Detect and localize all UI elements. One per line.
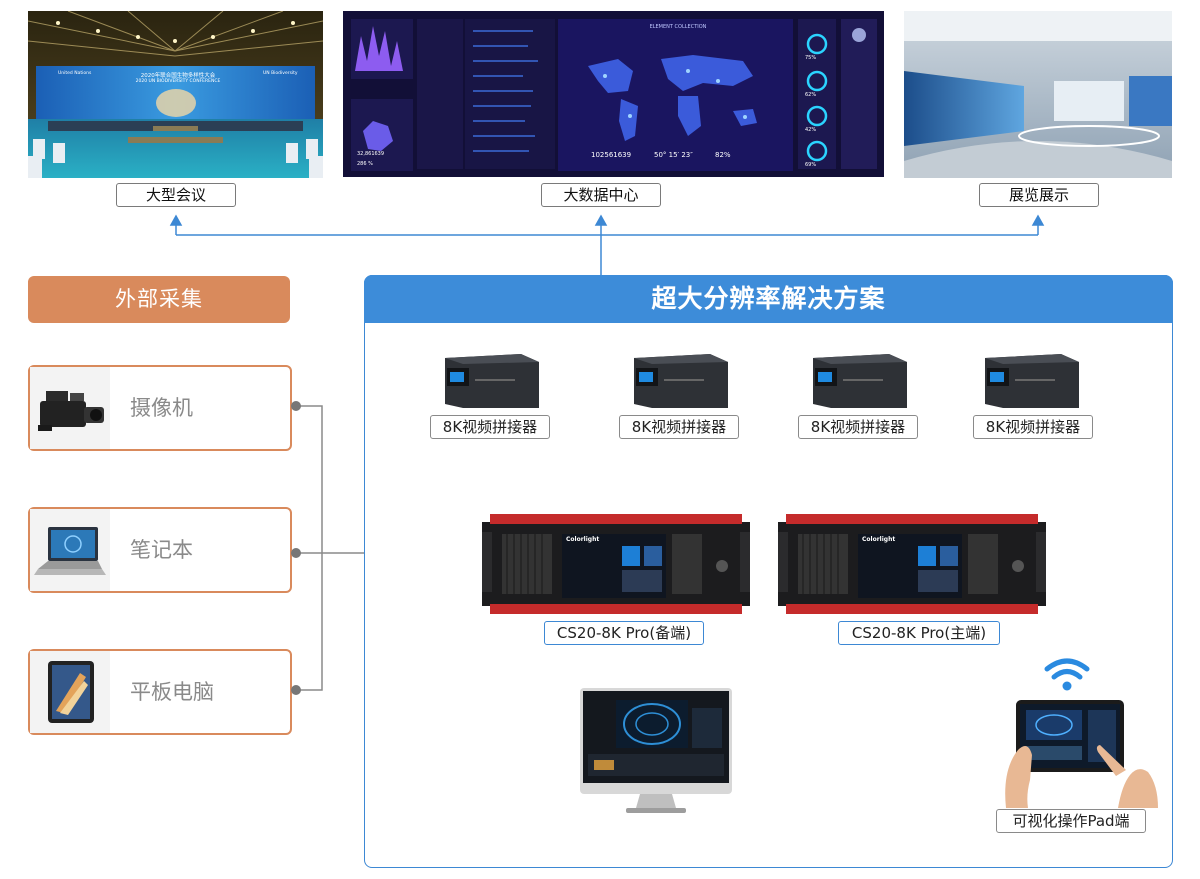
- cs20-main-label: CS20-8K Pro(主端): [838, 621, 1000, 645]
- source-camera-label: 摄像机: [130, 396, 193, 420]
- source-camera: 摄像机: [28, 365, 292, 451]
- bigdata-left-value: 32,861639: [357, 151, 385, 157]
- wifi-icon: [1042, 655, 1092, 695]
- pad-device: [998, 700, 1168, 808]
- processor-device: [975, 350, 1083, 410]
- cs20-backup-device: Colorlight: [482, 512, 750, 616]
- tablet-icon: [30, 651, 110, 733]
- laptop-icon: [30, 509, 110, 591]
- bigdata-gauge-3: 42%: [805, 127, 817, 133]
- processor-device: [624, 350, 732, 410]
- bigdata-gauge-4: 69%: [805, 162, 817, 168]
- conference-photo: 2020年联合国生物多样性大会 2020 UN BIODIVERSITY CON…: [28, 11, 323, 178]
- conference-org-right: UN Biodiversity: [263, 71, 298, 76]
- source-tablet-port: [291, 685, 301, 695]
- monitor-icon: [580, 688, 732, 816]
- source-laptop-label: 笔记本: [130, 538, 193, 562]
- sources-heading: 外部采集: [28, 276, 290, 323]
- conference-screen-title: 2020年联合国生物多样性大会: [140, 73, 216, 79]
- cs20-main-device: Colorlight: [778, 512, 1046, 616]
- label-conference: 大型会议: [116, 183, 236, 207]
- cs20-brand: Colorlight: [862, 536, 896, 543]
- bigdata-photo: ELEMENT COLLECTION 102561639 50° 15′ 23″…: [343, 11, 884, 177]
- bigdata-center-title: ELEMENT COLLECTION: [649, 24, 707, 30]
- source-camera-port: [291, 401, 301, 411]
- source-laptop-port: [291, 548, 301, 558]
- processor-label: 8K视频拼接器: [619, 415, 739, 439]
- processor-label: 8K视频拼接器: [973, 415, 1093, 439]
- bigdata-gauge-1: 75%: [805, 55, 817, 61]
- label-exhibition: 展览展示: [979, 183, 1099, 207]
- processor-label: 8K视频拼接器: [798, 415, 918, 439]
- conference-org-left: United Nations: [58, 71, 92, 76]
- pad-label: 可视化操作Pad端: [996, 809, 1146, 833]
- cs20-brand: Colorlight: [566, 536, 600, 543]
- processor-device: [435, 350, 543, 410]
- label-bigdata: 大数据中心: [541, 183, 661, 207]
- exhibition-photo: [904, 11, 1172, 178]
- bigdata-stat-2: 50° 15′ 23″: [654, 151, 693, 159]
- bigdata-gauge-2: 62%: [805, 92, 817, 98]
- bigdata-left-small: 286 %: [357, 161, 373, 167]
- camera-icon: [30, 367, 110, 449]
- source-tablet-label: 平板电脑: [130, 680, 214, 704]
- fish-emblem: [156, 89, 196, 117]
- cs20-backup-label: CS20-8K Pro(备端): [544, 621, 704, 645]
- processor-label: 8K视频拼接器: [430, 415, 550, 439]
- conference-screen-subtitle: 2020 UN BIODIVERSITY CONFERENCE: [135, 79, 221, 84]
- bigdata-stat-3: 82%: [715, 151, 731, 159]
- source-laptop: 笔记本: [28, 507, 292, 593]
- source-tablet: 平板电脑: [28, 649, 292, 735]
- bigdata-stat-1: 102561639: [591, 151, 632, 159]
- processor-device: [803, 350, 911, 410]
- solution-heading: 超大分辨率解决方案: [364, 275, 1173, 323]
